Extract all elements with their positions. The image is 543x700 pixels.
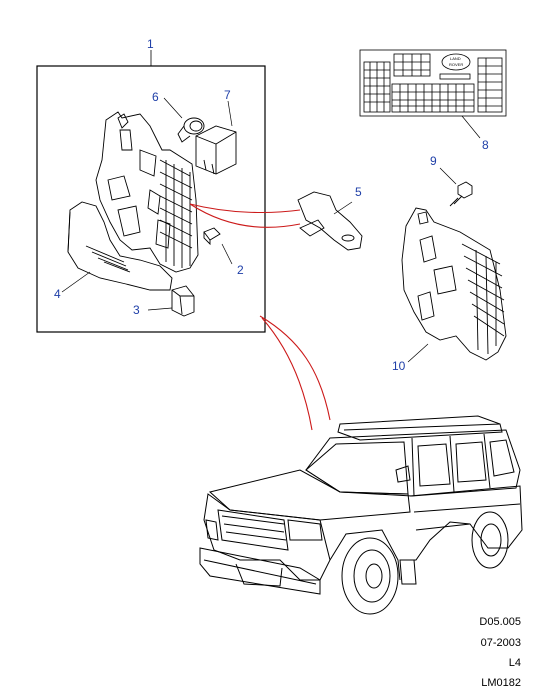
- fusebox-drawing: [67, 111, 199, 291]
- callout-2: 2: [237, 263, 244, 277]
- leader-8: [461, 115, 481, 139]
- callout-3: 3: [133, 303, 140, 317]
- reference-drawing: LM0182: [481, 677, 521, 689]
- item-5-bracket: [297, 191, 363, 251]
- callout-4: 4: [54, 287, 61, 301]
- callout-7: 7: [224, 88, 231, 102]
- callout-leaders: [61, 97, 233, 311]
- item-9-bolt: [449, 181, 473, 207]
- red-pointer-lines: [189, 203, 331, 431]
- logo-text-line2: ROVER: [449, 62, 464, 67]
- leader-10: [407, 343, 429, 363]
- logo-text-line1: LAND: [450, 56, 461, 61]
- callout-10: 10: [392, 359, 406, 373]
- callout-8: 8: [482, 138, 489, 152]
- vehicle-drawing: [199, 415, 523, 615]
- item-6-relay-base: [177, 117, 205, 143]
- item-3-clip: [171, 285, 195, 317]
- reference-code: D05.005: [479, 616, 521, 628]
- item-7-relay: [195, 125, 237, 175]
- reference-date: 07-2003: [480, 637, 521, 649]
- item-8-label-card: [359, 49, 507, 117]
- callout-1: 1: [147, 37, 154, 51]
- leader-5: [333, 201, 353, 215]
- exploded-view-frame: [36, 65, 266, 333]
- item-2-fuse: [203, 227, 221, 246]
- callout-9: 9: [430, 154, 437, 168]
- reference-level: L4: [508, 657, 521, 669]
- callout-6: 6: [152, 90, 159, 104]
- callout-5: 5: [355, 185, 362, 199]
- item-10-fusebox: [401, 207, 507, 361]
- leader-9: [439, 167, 457, 185]
